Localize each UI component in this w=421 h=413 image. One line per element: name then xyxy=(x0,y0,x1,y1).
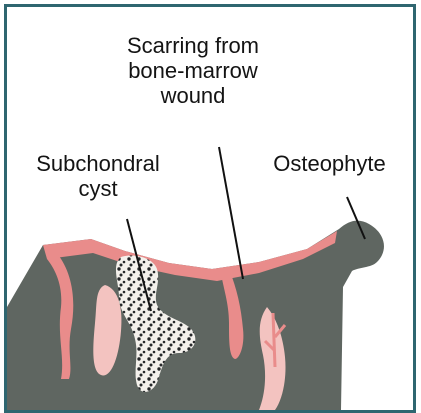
cyst-label-line-2: cyst xyxy=(33,176,163,201)
osteophyte-label: Osteophyte xyxy=(247,151,412,176)
subchondral-cyst-label: Subchondral cyst xyxy=(33,151,163,201)
scarring-label-line-3: wound xyxy=(103,83,283,108)
scarring-label: Scarring from bone-marrow wound xyxy=(103,33,283,108)
cyst-label-line-1: Subchondral xyxy=(33,151,163,176)
scarring-label-line-2: bone-marrow xyxy=(103,58,283,83)
scarring-leader-line xyxy=(219,147,243,279)
scarring-label-line-1: Scarring from xyxy=(103,33,283,58)
diagram-frame: Scarring from bone-marrow wound Subchond… xyxy=(4,4,416,413)
